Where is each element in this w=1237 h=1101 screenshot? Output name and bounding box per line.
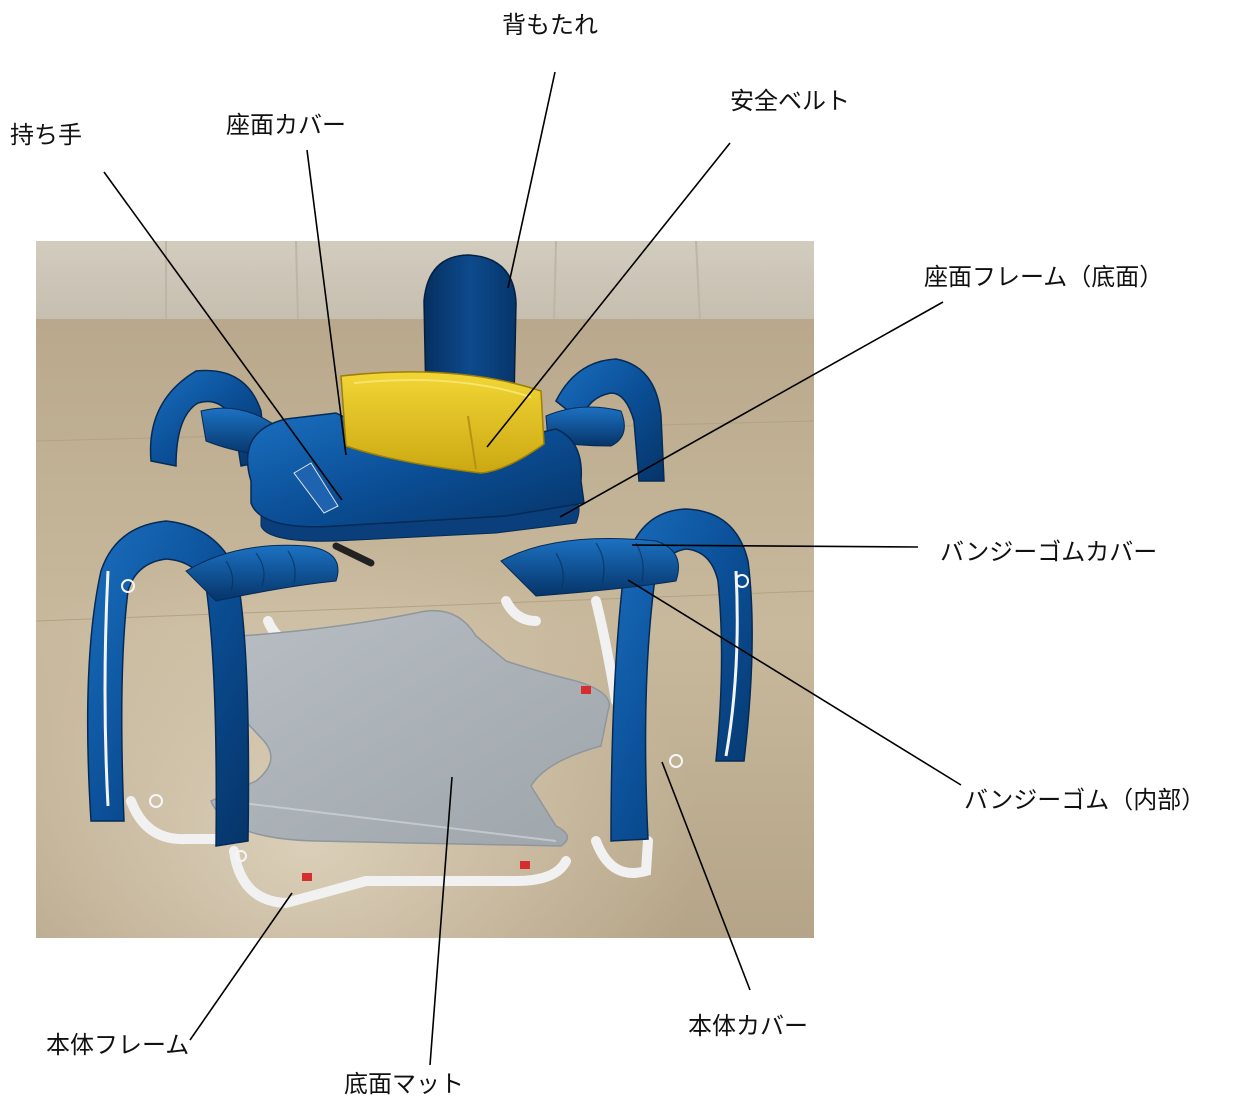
label-body-frame: 本体フレーム — [46, 1031, 190, 1059]
product-photo — [36, 241, 814, 938]
label-seat-frame-bottom: 座面フレーム（底面） — [924, 263, 1164, 291]
label-safety-belt: 安全ベルト — [730, 87, 850, 115]
label-handle: 持ち手 — [10, 121, 82, 149]
label-bottom-mat: 底面マット — [344, 1070, 464, 1098]
label-body-cover: 本体カバー — [688, 1012, 808, 1040]
label-backrest: 背もたれ — [502, 11, 598, 39]
label-bungee-inner: バンジーゴム（内部） — [964, 786, 1206, 814]
label-seat-cover: 座面カバー — [226, 111, 346, 139]
label-bungee-cover: バンジーゴムカバー — [940, 538, 1158, 566]
